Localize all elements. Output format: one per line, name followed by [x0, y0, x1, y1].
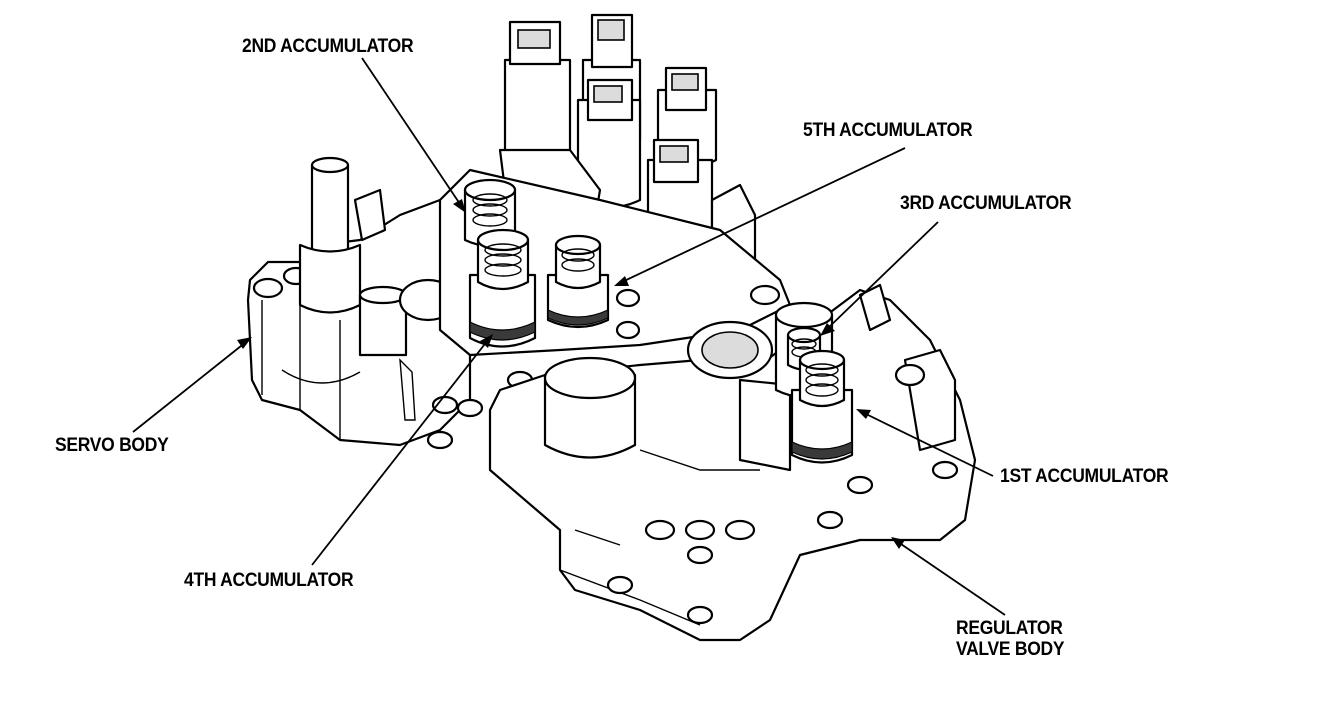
- label-3rd-accumulator: 3RD ACCUMULATOR: [900, 193, 1072, 214]
- label-4th-accumulator: 4TH ACCUMULATOR: [184, 570, 354, 591]
- leader-lines: [132, 57, 1006, 616]
- accumulator-1st-illustration: [790, 349, 854, 464]
- label-5th-accumulator: 5TH ACCUMULATOR: [803, 120, 973, 141]
- label-regulator-line2: VALVE BODY: [956, 639, 1065, 660]
- label-regulator-line1: REGULATOR: [956, 618, 1063, 639]
- servo-body-illustration: [246, 156, 472, 450]
- accumulator-4th-illustration: [468, 228, 537, 348]
- regulator-valve-body-illustration: [488, 283, 977, 642]
- label-servo-body: SERVO BODY: [55, 435, 169, 456]
- label-1st-accumulator: 1ST ACCUMULATOR: [1000, 466, 1169, 487]
- accumulator-5th-illustration: [546, 234, 610, 329]
- label-2nd-accumulator: 2ND ACCUMULATOR: [242, 36, 414, 57]
